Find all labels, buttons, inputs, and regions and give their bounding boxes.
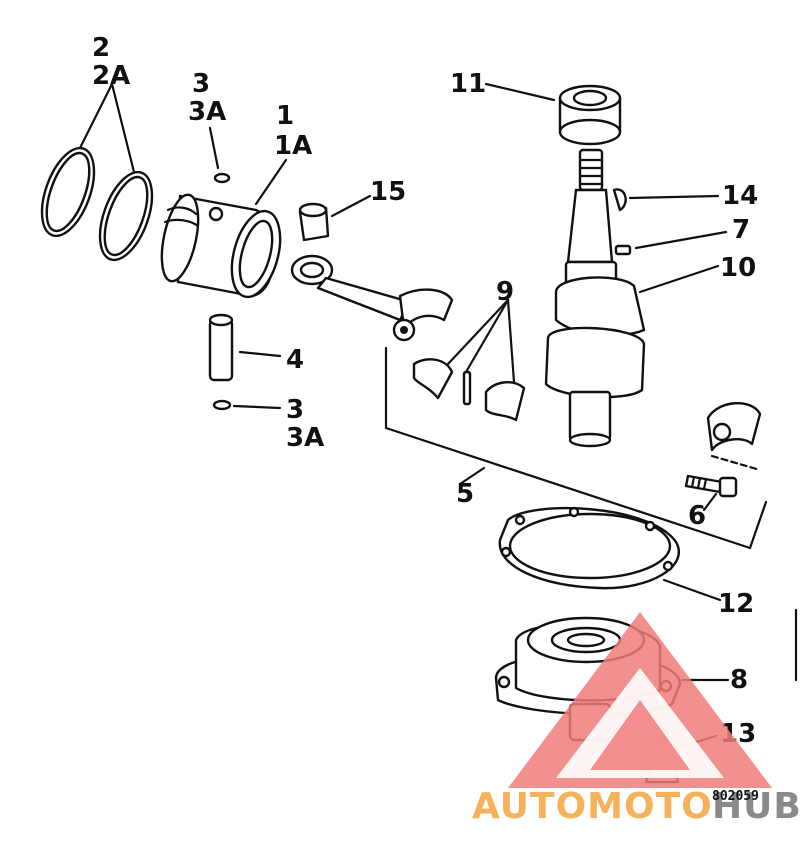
callout-2a: 2A: [92, 61, 130, 91]
piston-rings: [40, 146, 154, 262]
figure-code: 802059: [712, 789, 759, 804]
watermark-text-automoto: AUTOMOTO: [472, 786, 713, 827]
rod-cap: [706, 401, 762, 472]
callout-14: 14: [722, 181, 758, 211]
callout-2: 2: [92, 33, 110, 63]
callout-3-top: 3: [192, 69, 210, 99]
callout-labels: 2 2A 3 3A 1 1A 15 11 14 7 10 9 4 3 3A 5 …: [92, 33, 758, 749]
connecting-rod: [290, 254, 768, 550]
wrist-pin-clip-top: [213, 172, 231, 184]
crankshaft-spacer: [558, 84, 622, 146]
bearing-cage: [412, 358, 526, 422]
gasket: [498, 506, 680, 590]
callout-10: 10: [720, 253, 756, 283]
callout-11: 11: [450, 69, 486, 99]
callout-3a-bottom: 3A: [286, 423, 324, 453]
callout-5: 5: [456, 479, 474, 509]
wrist-pin: [208, 313, 234, 382]
wrist-pin-clip-bottom: [212, 399, 232, 411]
callout-1: 1: [276, 101, 294, 131]
callout-7: 7: [732, 215, 750, 245]
rod-screw: [684, 474, 738, 498]
watermark-logo: AUTOMOTO HUB: [472, 612, 800, 827]
callout-9: 9: [496, 277, 514, 307]
callout-3a-top: 3A: [188, 97, 226, 127]
watermark-text-hub: HUB: [712, 786, 800, 827]
callout-8: 8: [730, 665, 748, 695]
callout-15: 15: [370, 177, 406, 207]
piston: [160, 193, 282, 299]
callout-4: 4: [286, 345, 304, 375]
woodruff-key: [612, 188, 627, 212]
needle-bearing: [298, 202, 330, 242]
callout-6: 6: [688, 501, 706, 531]
locating-pin: [614, 244, 632, 256]
crankshaft: [544, 148, 646, 448]
callout-1a: 1A: [274, 131, 312, 161]
callout-3-bottom: 3: [286, 395, 304, 425]
callout-12: 12: [718, 589, 754, 619]
